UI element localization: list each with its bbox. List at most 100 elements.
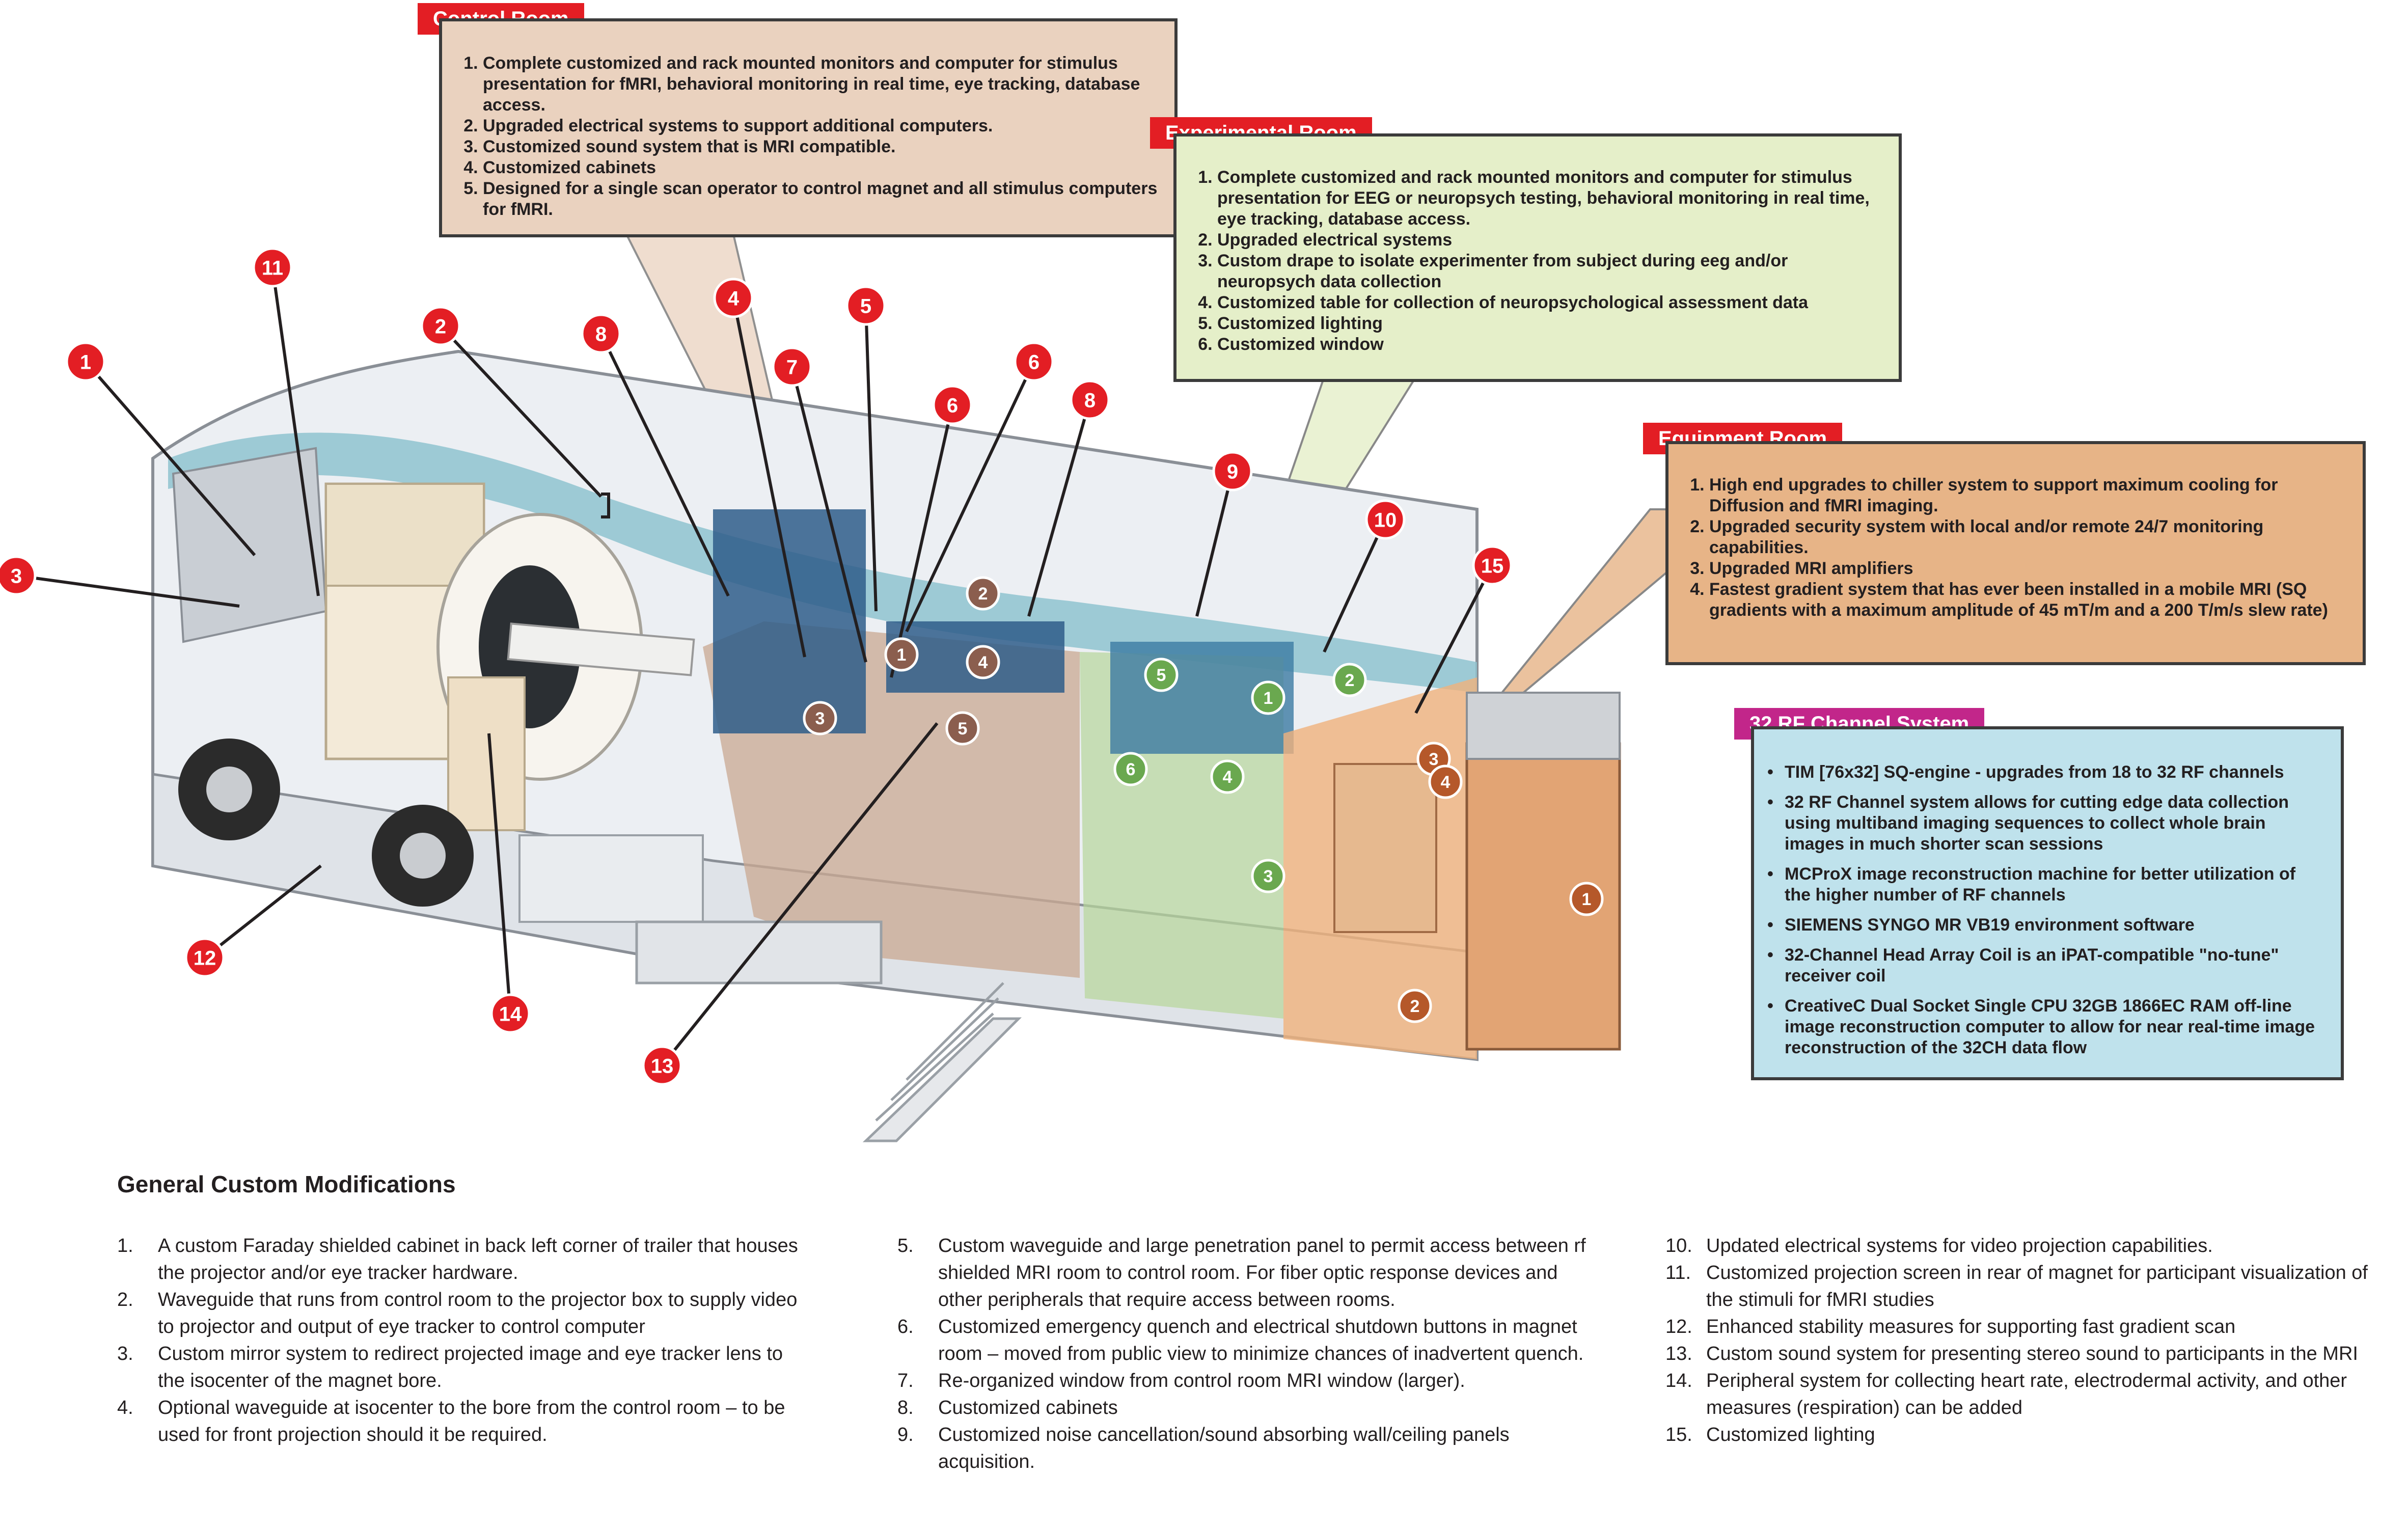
- red-number-marker: 12: [184, 937, 225, 978]
- control-room-marker: 3: [803, 701, 837, 735]
- general-modification-text: Custom waveguide and large penetration p…: [938, 1235, 1586, 1310]
- general-modification-text: Customized cabinets: [938, 1397, 1118, 1418]
- general-modification-text: Updated electrical systems for video pro…: [1706, 1235, 2213, 1256]
- equipment-room-marker: 1: [1569, 882, 1604, 916]
- control-room-marker: 1: [884, 637, 919, 672]
- equipment-room-marker-label: 3: [1429, 750, 1439, 769]
- red-number-marker-label: 3: [11, 565, 22, 587]
- chiller-units: [1333, 692, 1621, 1051]
- general-modification-number: 7.: [897, 1370, 914, 1391]
- rf-system-item: 32-Channel Head Array Coil is an iPAT-co…: [1767, 945, 2325, 987]
- control-room-list: Complete customized and rack mounted mon…: [442, 53, 1159, 220]
- general-modification-text: Peripheral system for collecting heart r…: [1706, 1370, 2347, 1418]
- red-number-marker-label: 1: [80, 351, 91, 373]
- red-number-marker-label: 4: [728, 287, 740, 310]
- red-number-marker: 15: [1472, 545, 1513, 586]
- experimental-room-marker: 3: [1251, 859, 1285, 893]
- red-number-marker-label: 6: [947, 394, 958, 417]
- control-room-marker: 5: [945, 711, 980, 746]
- general-modification-item: 6.Customized emergency quench and electr…: [897, 1314, 1600, 1368]
- general-modification-item: 4. Optional waveguide at isocenter to the…: [117, 1395, 810, 1449]
- general-modifications-column-1: 1.A custom Faraday shielded cabinet in b…: [117, 1233, 810, 1449]
- equipment-room-marker: 2: [1398, 989, 1432, 1023]
- rf-system-list: TIM [76x32] SQ-engine - upgrades from 18…: [1754, 762, 2325, 1058]
- experimental-room-item: Customized window: [1217, 334, 1883, 355]
- control-room-cabinets: [713, 509, 866, 733]
- general-modification-text: Customized lighting: [1706, 1424, 1875, 1445]
- general-modification-number: 4.: [117, 1397, 133, 1418]
- control-room-item: Upgraded electrical systems to support a…: [483, 116, 1159, 136]
- red-number-marker-label: 11: [262, 257, 283, 279]
- general-modification-item: 7. Re-organized window from control room …: [897, 1368, 1600, 1395]
- leader-lines: [16, 267, 1494, 1067]
- general-modification-number: 11.: [1665, 1262, 1691, 1283]
- general-modification-text: Enhanced stability measures for supporti…: [1706, 1316, 2236, 1337]
- general-modification-text: Customized projection screen in rear of …: [1706, 1262, 2368, 1310]
- general-modification-item: 1.A custom Faraday shielded cabinet in b…: [117, 1233, 810, 1287]
- red-number-marker-label: 15: [1481, 555, 1504, 577]
- control-room-marker-label: 1: [897, 645, 907, 665]
- equipment-room-list: High end upgrades to chiller system to s…: [1668, 475, 2347, 621]
- mri-magnet: [324, 482, 695, 831]
- general-modification-text: Re-organized window from control room MR…: [938, 1370, 1465, 1391]
- general-modification-number: 10.: [1665, 1235, 1692, 1256]
- equipment-room-item: Fastest gradient system that has ever be…: [1709, 579, 2347, 621]
- red-number-marker: 7: [772, 346, 812, 387]
- equipment-room-marker-label: 2: [1410, 997, 1420, 1016]
- general-modification-text: Customized noise cancellation/sound abso…: [938, 1424, 1510, 1472]
- rf-system-item: MCProX image reconstruction machine for …: [1767, 864, 2325, 906]
- experimental-room-item: Custom drape to isolate experimenter fro…: [1217, 251, 1883, 292]
- red-number-marker-label: 2: [435, 315, 446, 338]
- general-modification-item: 5. Custom waveguide and large penetration…: [897, 1233, 1600, 1314]
- control-room-item: Customized sound system that is MRI comp…: [483, 136, 1159, 157]
- general-modification-text: Custom sound system for presenting stere…: [1706, 1343, 2358, 1364]
- rf-system-item: TIM [76x32] SQ-engine - upgrades from 18…: [1767, 762, 2325, 783]
- experimental-room-marker: 2: [1332, 663, 1367, 697]
- equipment-room-item: Upgraded security system with local and/…: [1709, 516, 2347, 558]
- general-modification-number: 15.: [1665, 1424, 1692, 1445]
- general-modification-item: 12. Enhanced stability measures for suppo…: [1665, 1314, 2368, 1341]
- control-room-marker: 2: [966, 576, 1000, 611]
- general-modification-number: 5.: [897, 1235, 914, 1256]
- red-number-marker: 8: [1070, 379, 1110, 420]
- red-number-marker-label: 6: [1028, 351, 1039, 373]
- experimental-room-marker-label: 1: [1264, 689, 1273, 708]
- experimental-room-list: Complete customized and rack mounted mon…: [1176, 167, 1883, 355]
- experimental-room-marker-label: 3: [1264, 867, 1273, 886]
- red-number-marker: 6: [932, 385, 973, 425]
- equipment-room-marker-label: 4: [1441, 773, 1451, 792]
- trailer-wheels: [178, 739, 474, 907]
- experimental-room-item: Upgraded electrical systems: [1217, 230, 1883, 251]
- general-modifications-title: General Custom Modifications: [117, 1171, 456, 1197]
- general-modification-text: Optional waveguide at isocenter to the b…: [158, 1397, 785, 1445]
- general-modification-number: 9.: [897, 1424, 914, 1445]
- red-number-marker-label: 8: [1084, 389, 1096, 412]
- red-number-marker: 3: [0, 555, 37, 596]
- control-room-item: Designed for a single scan operator to c…: [483, 178, 1159, 220]
- general-modification-item: 11. Customized projection screen in rear …: [1665, 1260, 2368, 1314]
- general-modification-item: 10. Updated electrical systems for video …: [1665, 1233, 2368, 1260]
- red-number-marker: 6: [1014, 341, 1054, 382]
- general-modifications-column-3: 10. Updated electrical systems for video …: [1665, 1233, 2368, 1449]
- experimental-room-marker-label: 5: [1157, 666, 1166, 685]
- red-number-marker-label: 12: [194, 947, 216, 969]
- red-number-marker-label: 5: [860, 295, 871, 317]
- red-number-marker: 13: [642, 1045, 682, 1086]
- control-room-panel: Complete customized and rack mounted mon…: [439, 18, 1178, 237]
- control-room-marker-label: 3: [815, 709, 825, 728]
- waveguide-bracket: [601, 493, 610, 518]
- general-modifications-column-2: 5. Custom waveguide and large penetration…: [897, 1233, 1600, 1476]
- red-number-marker-label: 10: [1374, 509, 1397, 531]
- red-number-marker-label: 13: [651, 1055, 674, 1077]
- control-room-marker-label: 4: [978, 653, 988, 672]
- experimental-room-marker: 1: [1251, 680, 1285, 715]
- general-modification-item: 14.Peripheral system for collecting hear…: [1665, 1368, 2368, 1422]
- general-modification-number: 2.: [117, 1289, 133, 1310]
- experimental-room-item: Complete customized and rack mounted mon…: [1217, 167, 1883, 230]
- general-modification-number: 12.: [1665, 1316, 1692, 1337]
- equipment-room-item: High end upgrades to chiller system to s…: [1709, 475, 2347, 516]
- rf-system-item: CreativeC Dual Socket Single CPU 32GB 18…: [1767, 996, 2325, 1058]
